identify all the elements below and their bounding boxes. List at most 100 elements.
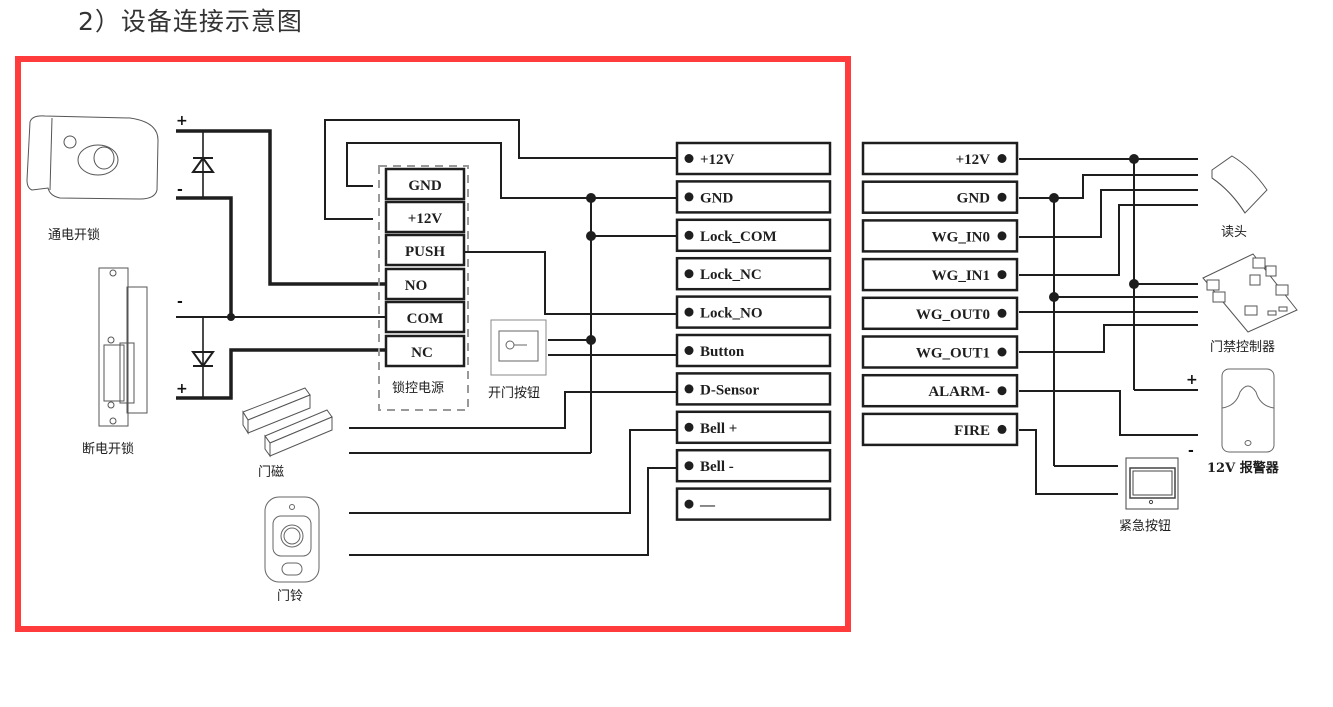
minus-sign: -: [177, 294, 183, 310]
access-controller-icon: [1202, 253, 1298, 333]
junction-dot: [586, 231, 596, 241]
junction-dot: [1049, 292, 1059, 302]
minus-sign: -: [1188, 443, 1194, 459]
doorbell-icon: [264, 496, 320, 583]
terminal-dot: [997, 347, 1007, 357]
power-supply-dashed-frame: [378, 165, 469, 411]
ps-terminal-push: PUSH: [405, 244, 445, 260]
terminal-dot: [684, 499, 694, 509]
alarm-icon: [1221, 368, 1275, 453]
controller-terminal-lock-com: Lock_COM: [675, 218, 832, 253]
terminal-label: +12V: [956, 152, 991, 168]
plus-sign: +: [1186, 372, 1198, 388]
terminal-label: Lock_COM: [700, 229, 777, 245]
terminal-dot: [684, 461, 694, 471]
controller-terminal-right-fire: FIRE: [861, 412, 1019, 447]
terminal-dot: [684, 422, 694, 432]
diode-icon: [191, 351, 215, 368]
alarm-label: 12V 报警器: [1207, 460, 1280, 476]
terminal-label: WG_IN1: [932, 268, 990, 284]
power-on-lock-icon: [26, 115, 159, 200]
exit-button-label: 开门按钮: [488, 386, 540, 401]
controller-terminal-dash: —: [675, 487, 832, 521]
minus-sign: -: [177, 182, 183, 198]
terminal-label: Lock_NO: [700, 306, 763, 322]
door-sensor-icon: [242, 387, 333, 458]
terminal-dot: [997, 231, 1007, 241]
terminal-dot: [997, 270, 1007, 280]
door-sensor-label: 门磁: [258, 465, 284, 480]
terminal-dot: [684, 230, 694, 240]
terminal-dot: [684, 269, 694, 279]
controller-terminal-right-wg-in1: WG_IN1: [861, 257, 1019, 292]
controller-terminal-button: Button: [675, 333, 832, 368]
terminal-label: Lock_NC: [700, 267, 762, 283]
controller-terminal-right-wg-out0: WG_OUT0: [861, 296, 1019, 331]
junction-dot: [1049, 193, 1059, 203]
reader-icon: [1211, 155, 1268, 214]
terminal-label: WG_OUT1: [916, 346, 990, 362]
emergency-button-label: 紧急按钮: [1119, 519, 1171, 534]
power-off-lock-icon: [98, 267, 148, 427]
diode-icon: [191, 156, 215, 173]
controller-terminal-lock-no: Lock_NO: [675, 295, 832, 329]
terminal-dot: [997, 308, 1007, 318]
doorbell-label: 门铃: [277, 589, 303, 604]
terminal-dot: [684, 384, 694, 394]
junction-dot: [227, 313, 235, 321]
terminal-dot: [997, 154, 1007, 163]
controller-terminal-right-12v: +12V: [861, 141, 1019, 176]
terminal-dot: [684, 307, 694, 317]
power-on-lock-label: 通电开锁: [48, 227, 100, 243]
highlight-frame: [15, 56, 851, 632]
access-controller-label: 门禁控制器: [1210, 340, 1275, 355]
terminal-label: Button: [700, 344, 745, 360]
terminal-label: GND: [957, 191, 991, 207]
ps-terminal-com: COM: [407, 311, 444, 327]
terminal-label: WG_OUT0: [916, 307, 990, 323]
controller-terminal-right-wg-out1: WG_OUT1: [861, 335, 1019, 369]
page-title: 2）设备连接示意图: [78, 7, 303, 36]
ps-terminal-gnd: GND: [408, 178, 442, 194]
ps-terminal-nc: NC: [411, 345, 433, 361]
exit-button-icon: [490, 319, 547, 376]
power-off-lock-label: 断电开锁: [82, 441, 134, 457]
lock-wires: [176, 129, 386, 400]
terminal-label: D-Sensor: [700, 382, 760, 398]
controller-terminal-d-sensor: D-Sensor: [675, 372, 832, 406]
controller-terminal-right-wg-in0: WG_IN0: [861, 219, 1019, 253]
controller-terminal-bell: Bell -: [675, 448, 832, 483]
plus-sign: +: [176, 381, 188, 397]
terminal-dot: [997, 192, 1007, 202]
terminal-dot: [684, 154, 694, 163]
controller-terminal-gnd: GND: [675, 180, 832, 214]
reader-label: 读头: [1221, 225, 1247, 240]
controller-wires: [324, 119, 677, 556]
terminal-label: —: [699, 498, 716, 514]
controller-terminal-lock-nc: Lock_NC: [675, 256, 832, 291]
power-supply-terminals: GND +12V PUSH NO COM NC: [384, 167, 466, 368]
junction-dot: [586, 193, 596, 203]
plus-sign: +: [176, 113, 188, 129]
terminal-label: WG_IN0: [932, 229, 990, 245]
terminal-label: FIRE: [954, 423, 990, 439]
controller-terminal-right-gnd: GND: [861, 180, 1019, 214]
terminal-dot: [684, 192, 694, 202]
junction-dot: [1129, 154, 1139, 164]
junction-dot: [586, 335, 596, 345]
terminal-label: Bell +: [700, 421, 737, 437]
left-terminal-block: +12V GND Lock_COM Lock_NC Lock_NO ButtonD-Sen…: [675, 141, 832, 521]
controller-terminal-right-alarm: ALARM-: [861, 373, 1019, 408]
terminal-dot: [997, 386, 1007, 396]
terminal-label: +12V: [700, 152, 735, 168]
terminal-label: GND: [700, 190, 734, 206]
power-supply-label: 锁控电源: [392, 380, 444, 396]
terminal-dot: [684, 346, 694, 355]
ps-terminal-no: NO: [405, 278, 428, 294]
terminal-label: Bell -: [700, 459, 734, 475]
controller-terminal-12v: +12V: [675, 141, 832, 176]
emergency-button-icon: [1125, 457, 1179, 510]
terminal-label: ALARM-: [928, 384, 990, 400]
